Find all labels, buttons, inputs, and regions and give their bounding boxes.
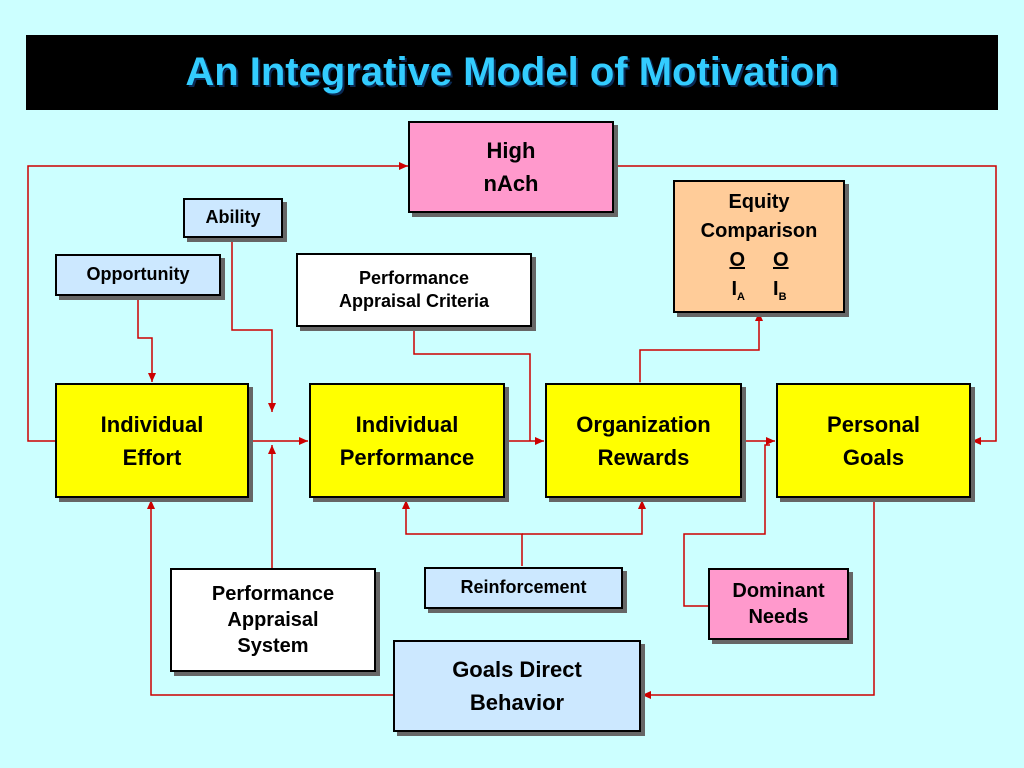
high-nach-line1: High bbox=[486, 138, 536, 163]
personal-goals-box: Personal Goals bbox=[776, 383, 971, 498]
effort-line2: Effort bbox=[122, 444, 182, 470]
connector-equity-rewards bbox=[636, 312, 763, 391]
connector-criteria-to-rewards bbox=[413, 327, 531, 441]
connector-behavior-to-effort bbox=[147, 500, 393, 696]
individual-performance-box: Individual Performance bbox=[309, 383, 505, 498]
opportunity-box: Opportunity bbox=[55, 254, 221, 296]
equity-input-b: IB bbox=[773, 277, 787, 303]
system-line3: System bbox=[237, 635, 309, 657]
criteria-line1: Performance bbox=[358, 267, 470, 288]
behavior-line1: Goals Direct bbox=[452, 657, 582, 682]
rewards-line2: Rewards bbox=[597, 444, 690, 470]
equity-comparison-box: Equity Comparison O O IA IB bbox=[673, 180, 845, 313]
equity-inputs-row: IA IB bbox=[731, 275, 786, 306]
title-bar: An Integrative Model of Motivation bbox=[26, 35, 998, 110]
performance-appraisal-criteria-box: Performance Appraisal Criteria bbox=[296, 253, 532, 327]
goals-direct-behavior-box: Goals Direct Behavior bbox=[393, 640, 641, 732]
equity-line2: Comparison bbox=[700, 219, 818, 242]
ability-box: Ability bbox=[183, 198, 283, 238]
rewards-line1: Organization bbox=[576, 411, 711, 437]
goals-line1: Personal bbox=[827, 411, 920, 437]
connector-needs-to-link bbox=[683, 444, 770, 607]
needs-line2: Needs bbox=[748, 606, 809, 628]
reinforcement-label: Reinforcement bbox=[460, 577, 587, 598]
system-line1: Performance bbox=[211, 583, 335, 605]
connector-goals-to-behavior bbox=[642, 500, 875, 699]
behavior-line2: Behavior bbox=[469, 690, 565, 715]
equity-input-a: IA bbox=[731, 277, 745, 303]
connector-reinforcement-performance bbox=[402, 500, 523, 566]
connector-effort-to-nach bbox=[27, 162, 408, 442]
dominant-needs-box: Dominant Needs bbox=[708, 568, 849, 640]
connector-opportunity-to-effort bbox=[137, 296, 156, 382]
system-line2: Appraisal bbox=[227, 609, 319, 631]
ability-label: Ability bbox=[205, 207, 261, 228]
performance-line1: Individual bbox=[355, 411, 459, 437]
connector-reinforcement-rewards bbox=[522, 500, 646, 535]
page-title: An Integrative Model of Motivation bbox=[185, 50, 839, 94]
equity-outcome-b: O bbox=[773, 248, 789, 271]
criteria-line2: Appraisal Criteria bbox=[338, 291, 490, 311]
equity-outcomes-row: O O bbox=[729, 246, 788, 275]
high-nach-box: High nAch bbox=[408, 121, 614, 213]
performance-line2: Performance bbox=[339, 444, 475, 470]
individual-effort-box: Individual Effort bbox=[55, 383, 249, 498]
connector-nach-to-goals bbox=[615, 165, 997, 445]
effort-line1: Individual bbox=[100, 411, 204, 437]
high-nach-line2: nAch bbox=[483, 171, 539, 196]
performance-appraisal-system-box: Performance Appraisal System bbox=[170, 568, 376, 672]
needs-line1: Dominant bbox=[732, 580, 825, 602]
equity-line1: Equity bbox=[728, 190, 790, 213]
organization-rewards-box: Organization Rewards bbox=[545, 383, 742, 498]
equity-outcome-a: O bbox=[729, 248, 745, 271]
opportunity-label: Opportunity bbox=[86, 264, 190, 285]
goals-line2: Goals bbox=[842, 444, 905, 470]
connector-ability-to-performance bbox=[231, 240, 276, 412]
reinforcement-box: Reinforcement bbox=[424, 567, 623, 609]
